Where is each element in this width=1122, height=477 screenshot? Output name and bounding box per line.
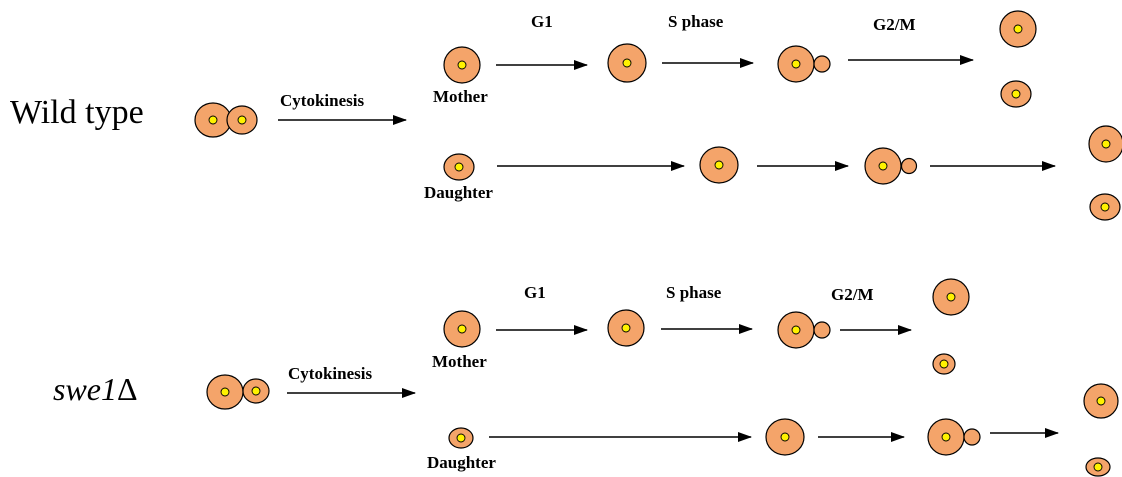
wt-mother-label: Mother xyxy=(433,87,488,106)
wt-g1-label: G1 xyxy=(531,12,553,31)
swe1-title: swe1Δ xyxy=(53,371,138,407)
wt-mother-budded-cell xyxy=(777,45,831,83)
swe1-mother-progeny-small xyxy=(932,353,956,375)
swe1-cytokinesis-label: Cytokinesis xyxy=(288,364,372,383)
swe1-daughter-budded-cell xyxy=(927,418,981,456)
wt-daughter-budded-cell xyxy=(864,147,918,185)
wt-mother-cell xyxy=(443,46,481,84)
swe1-g1-label: G1 xyxy=(524,283,546,302)
swe1-daughter-progeny-small xyxy=(1085,457,1111,477)
swe1-g2m-label: G2/M xyxy=(831,285,874,304)
wt-s-phase-label: S phase xyxy=(668,12,724,31)
wt-daughter-label: Daughter xyxy=(424,183,493,202)
wt-mother-progeny-large xyxy=(999,10,1037,48)
swe1-panel: swe1Δ Cytokinesis G1 S phase G2/M Mother xyxy=(53,278,1119,477)
swe1-mother-budded-cell xyxy=(777,311,831,349)
wt-daughter-progeny-small xyxy=(1089,193,1121,221)
wild-type-title: Wild type xyxy=(10,94,144,131)
swe1-daughter-cell xyxy=(448,427,474,449)
swe1-daughter-progeny-large xyxy=(1083,383,1119,419)
wt-mother-g1-cell xyxy=(607,43,647,83)
swe1-mother-progeny-large xyxy=(932,278,970,316)
swe1-daughter-label: Daughter xyxy=(427,453,496,472)
wild-type-panel: Wild type Cytokinesis G1 S phase G2/M Mo… xyxy=(10,10,1122,221)
wt-g2m-label: G2/M xyxy=(873,15,916,34)
wt-mother-progeny-small xyxy=(1000,80,1032,108)
wt-daughter-progeny-large xyxy=(1088,125,1122,163)
swe1-s-phase-label: S phase xyxy=(666,283,722,302)
swe1-mother-cell xyxy=(443,310,481,348)
wt-dividing-cell xyxy=(194,102,258,138)
swe1-mother-g1-cell xyxy=(607,309,645,347)
wt-daughter-cell xyxy=(443,153,475,181)
swe1-mother-label: Mother xyxy=(432,352,487,371)
wt-cytokinesis-label: Cytokinesis xyxy=(280,91,364,110)
wt-daughter-g1-cell xyxy=(699,146,739,184)
swe1-dividing-cell xyxy=(206,374,270,410)
swe1-daughter-g1-cell xyxy=(765,418,805,456)
